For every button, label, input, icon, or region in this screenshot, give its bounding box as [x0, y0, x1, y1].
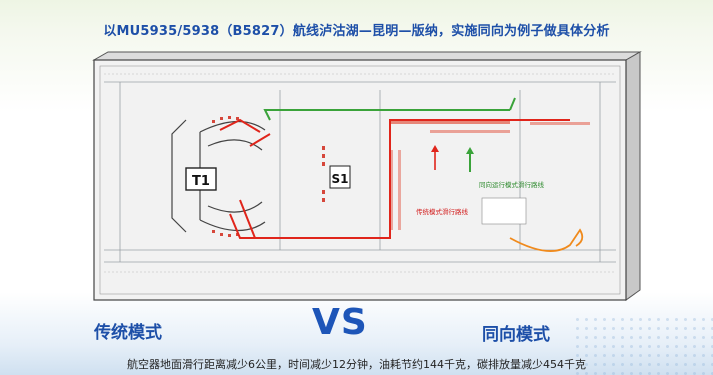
t1-label: T1: [192, 174, 210, 189]
legend: 传统模式滑行路线 同向运行模式滑行路线: [416, 180, 545, 216]
footnote: 航空器地面滑行距离减少6公里，时间减少12分钟，油耗节约144千克，碳排放量减少…: [127, 358, 586, 371]
slab-front-face: [93, 59, 627, 301]
same-direction-mode-label: 同向模式: [482, 325, 550, 345]
cargo-apron: [481, 197, 527, 225]
vs-label: VS: [312, 302, 368, 343]
remote-stands: [390, 120, 590, 133]
satellite-stands: [322, 146, 325, 202]
t1-label-box: [185, 167, 217, 191]
legend-traditional: 传统模式滑行路线: [416, 207, 469, 216]
s1-label: S1: [332, 172, 349, 186]
decorative-dot-pattern: [573, 315, 713, 375]
airport-map-diagram: T1 S1: [90, 50, 642, 306]
airport-map-svg: T1 S1: [92, 51, 642, 301]
same-direction-arrow: [466, 147, 474, 154]
orange-route: [509, 228, 584, 252]
same-direction-route: [263, 97, 516, 172]
traditional-route: [219, 118, 570, 239]
legend-same-direction: 同向运行模式滑行路线: [479, 180, 545, 189]
slab-side-face: [625, 51, 641, 301]
airport-boundary: [99, 65, 621, 295]
traditional-mode-label: 传统模式: [94, 323, 162, 343]
s1-label-box: [329, 165, 351, 189]
slab-top-face: [92, 51, 642, 61]
slide-title: 以MU5935/5938（B5827）航线泸沽湖—昆明—版纳，实施同向为例子做具…: [103, 24, 610, 39]
